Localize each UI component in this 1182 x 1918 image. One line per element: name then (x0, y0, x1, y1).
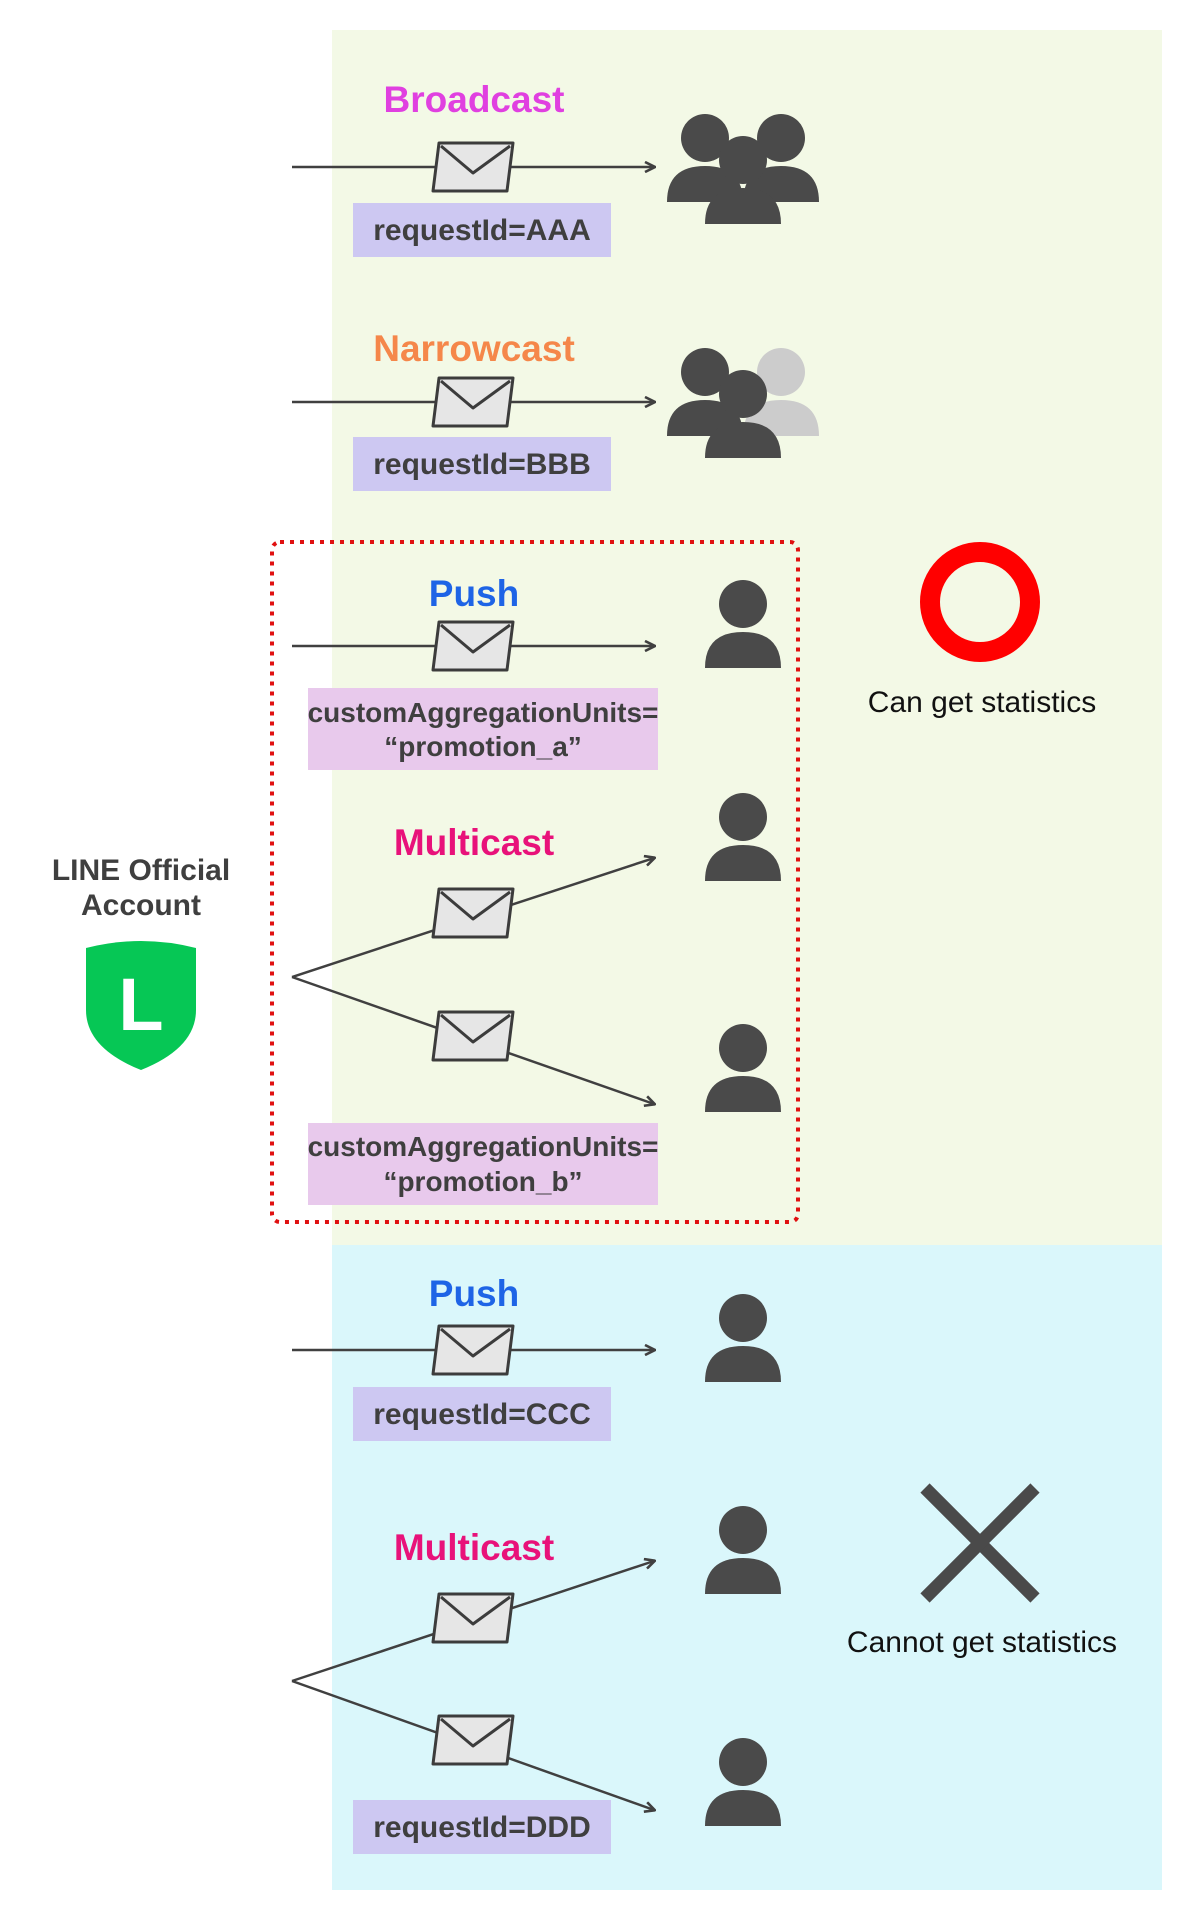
multicast-request-tag (353, 1800, 611, 1854)
narrowcast-title: Narrowcast (373, 328, 575, 369)
push-custom-tag-line1: customAggregationUnits= (308, 697, 659, 728)
multicast-request-envelope-icon-2 (431, 1714, 515, 1766)
custom-aggregation-highlight-box (270, 540, 800, 1224)
multicast-request-title: Multicast (394, 1527, 554, 1568)
push-request-envelope-icon (431, 1324, 515, 1376)
push-custom-tag (308, 688, 658, 770)
multicast-custom-tag (308, 1123, 658, 1205)
push-custom-envelope-icon (431, 620, 515, 672)
push-custom-title: Push (429, 573, 519, 614)
line-shield-icon: L (86, 941, 196, 1070)
multicast-custom-tag-line2: “promotion_b” (383, 1166, 582, 1197)
multicast-custom-envelope-icon-2 (431, 1010, 515, 1062)
can-get-statistics-label: Can get statistics (868, 686, 1096, 719)
multicast-request-envelope-icon-1 (431, 1592, 515, 1644)
push-request-title: Push (429, 1273, 519, 1314)
push-request-tag (353, 1387, 611, 1441)
narrowcast-tag (353, 437, 611, 491)
line-logo-letter: L (118, 963, 163, 1046)
broadcast-tag (353, 203, 611, 257)
push-custom-tag-line2: “promotion_a” (384, 731, 582, 762)
narrowcast-envelope-icon (431, 376, 515, 428)
push-request-tag-text: requestId=CCC (373, 1398, 591, 1431)
broadcast-title: Broadcast (384, 79, 565, 120)
account-label-line2: Account (81, 889, 201, 922)
multicast-custom-envelope-icon-1 (431, 887, 515, 939)
multicast-request-tag-text: requestId=DDD (373, 1811, 591, 1844)
account-label-line1: LINE Official (52, 854, 230, 887)
cannot-get-statistics-label: Cannot get statistics (847, 1626, 1117, 1659)
narrowcast-tag-text: requestId=BBB (373, 448, 591, 481)
broadcast-envelope-icon (431, 141, 515, 193)
broadcast-tag-text: requestId=AAA (373, 214, 591, 247)
circle-ok-icon (920, 542, 1040, 662)
cross-icon (920, 1483, 1040, 1603)
multicast-custom-title: Multicast (394, 822, 554, 863)
multicast-custom-tag-line1: customAggregationUnits= (308, 1131, 659, 1162)
